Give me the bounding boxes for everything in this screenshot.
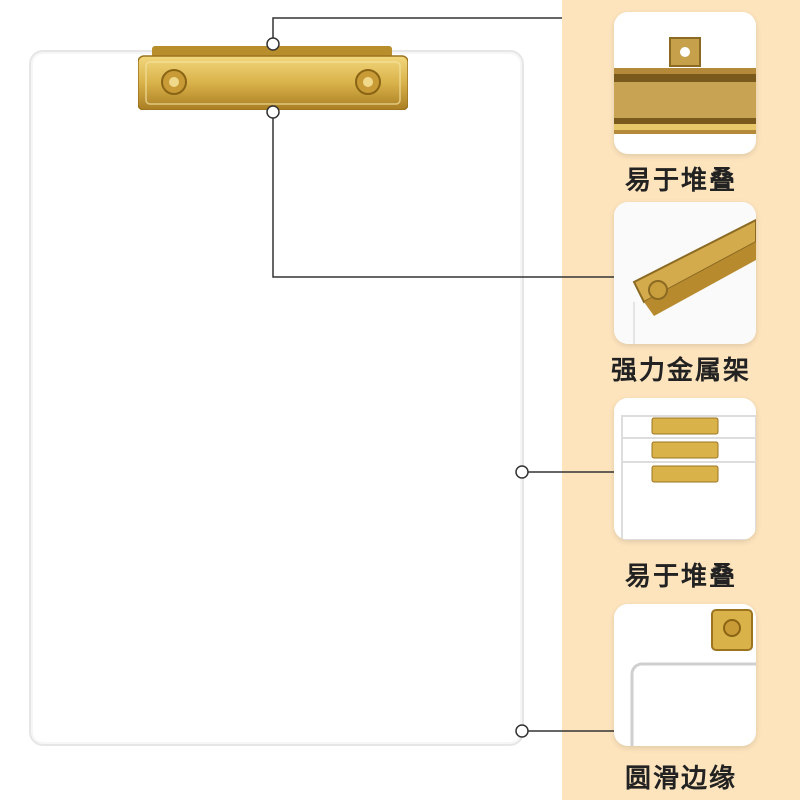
acrylic-clipboard	[29, 50, 524, 746]
stacked-boards-photo	[614, 398, 756, 540]
feature-caption: 强力金属架	[610, 356, 751, 386]
feature-caption: 易于堆叠	[624, 166, 737, 196]
gold-clip	[138, 46, 408, 110]
feature-caption: 易于堆叠	[624, 562, 737, 592]
clip-closeup-photo	[614, 12, 756, 154]
feature-caption: 圆滑边缘	[624, 764, 737, 794]
rounded-corner-photo	[614, 604, 756, 746]
clip-angle-photo	[614, 202, 756, 344]
